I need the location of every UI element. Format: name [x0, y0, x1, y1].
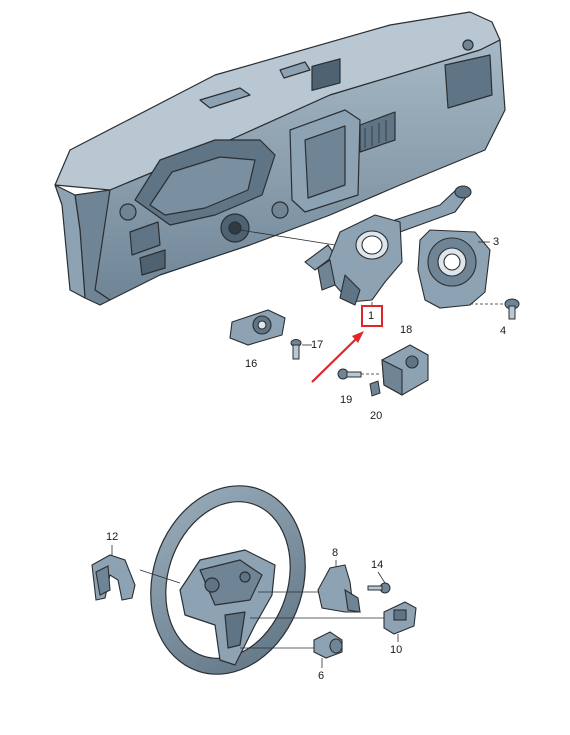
- callout-19[interactable]: 19: [340, 394, 353, 406]
- leader-column: [239, 229, 336, 246]
- part-1-highlight-box: [361, 305, 383, 327]
- callout-10[interactable]: 10: [390, 644, 403, 656]
- part-12-paddle-switch[interactable]: [91, 554, 136, 601]
- callout-3[interactable]: 3: [493, 236, 500, 248]
- part-8-trim-cover[interactable]: [317, 564, 361, 613]
- highlight-arrow: [311, 331, 364, 383]
- callout-18[interactable]: 18: [400, 324, 413, 336]
- dashboard-panel: [54, 11, 506, 306]
- part-18-module[interactable]: [381, 344, 429, 396]
- part-14-screw[interactable]: [367, 582, 391, 594]
- part-10-switch-module[interactable]: [383, 601, 417, 635]
- wheel-leaders: [139, 569, 385, 649]
- leader-p14: [377, 571, 386, 584]
- callout-20[interactable]: 20: [370, 410, 383, 422]
- callout-12[interactable]: 12: [106, 531, 119, 543]
- steering-wheel: [150, 485, 306, 675]
- part-16-lock-housing[interactable]: [229, 309, 286, 346]
- callout-8[interactable]: 8: [332, 547, 339, 559]
- callout-14[interactable]: 14: [371, 559, 384, 571]
- callout-17[interactable]: 17: [311, 339, 324, 351]
- part-17-screw[interactable]: [290, 339, 302, 360]
- callout-6[interactable]: 6: [318, 670, 325, 682]
- callout-4[interactable]: 4: [500, 325, 507, 337]
- callout-16[interactable]: 16: [245, 358, 258, 370]
- part-6-connector[interactable]: [313, 631, 343, 659]
- part-19-screw[interactable]: [337, 368, 362, 380]
- part-1-combination-switch[interactable]: [304, 185, 472, 306]
- part-4-bolt[interactable]: [504, 298, 520, 320]
- part-3-clock-spring[interactable]: [417, 229, 491, 309]
- callout-1[interactable]: 1: [368, 310, 375, 322]
- part-20-clip[interactable]: [369, 380, 381, 397]
